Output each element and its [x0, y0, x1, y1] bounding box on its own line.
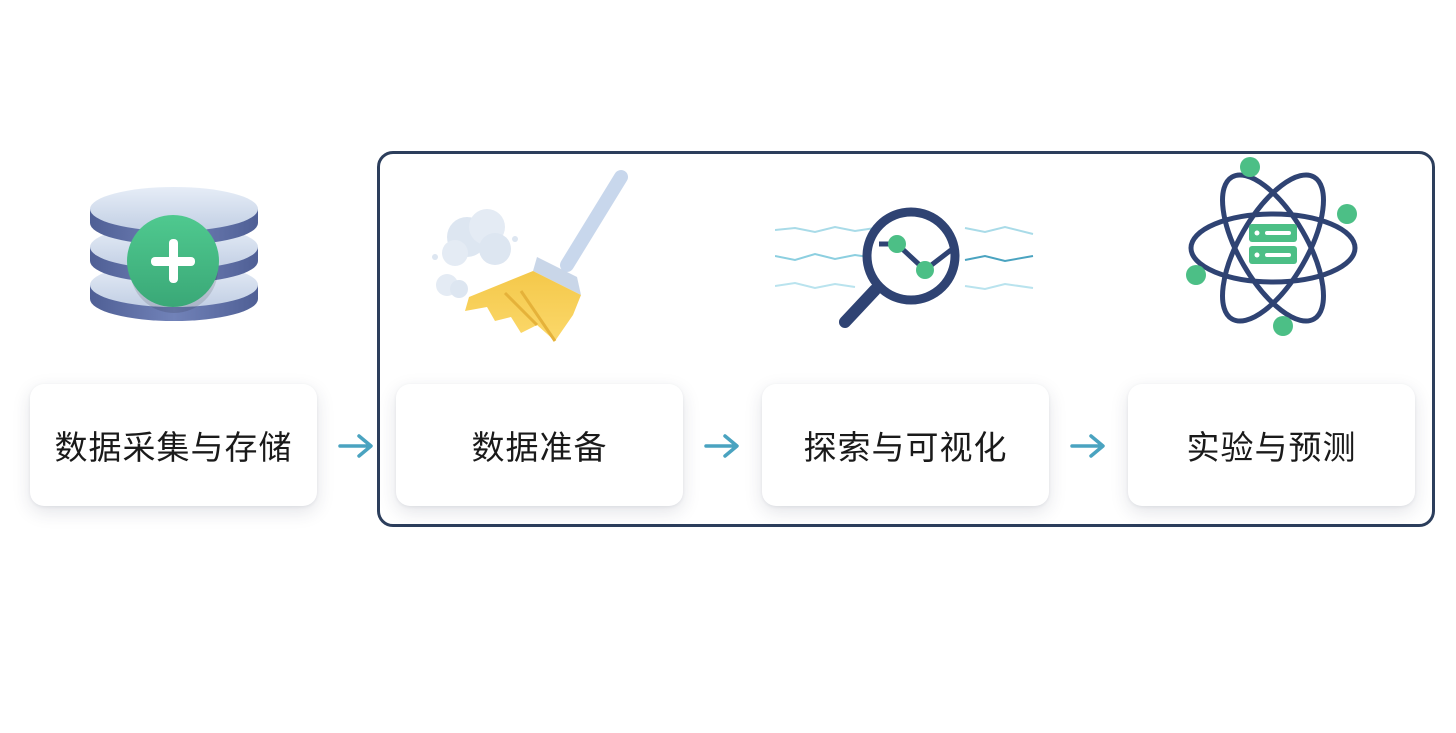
- arrow-right-icon: [1070, 434, 1105, 458]
- arrow-right-icon: [704, 434, 739, 458]
- step-card-exploration: 探索与可视化: [762, 384, 1049, 506]
- step-label: 探索与可视化: [803, 428, 1008, 467]
- grouping-frame: [377, 151, 1435, 527]
- step-label: 数据准备: [471, 428, 608, 467]
- step-label: 数据采集与存储: [54, 428, 293, 467]
- step-label: 实验与预测: [1186, 428, 1357, 467]
- broom-icon: [432, 170, 628, 342]
- database-add-icon: [90, 187, 258, 321]
- step-card-data-preparation: 数据准备: [396, 384, 683, 506]
- step-card-data-collection: 数据采集与存储: [30, 384, 317, 506]
- step-card-experiment: 实验与预测: [1128, 384, 1415, 506]
- magnifier-chart-icon: [775, 207, 1034, 328]
- arrow-right-icon: [338, 434, 373, 458]
- atom-server-icon: [1186, 157, 1358, 336]
